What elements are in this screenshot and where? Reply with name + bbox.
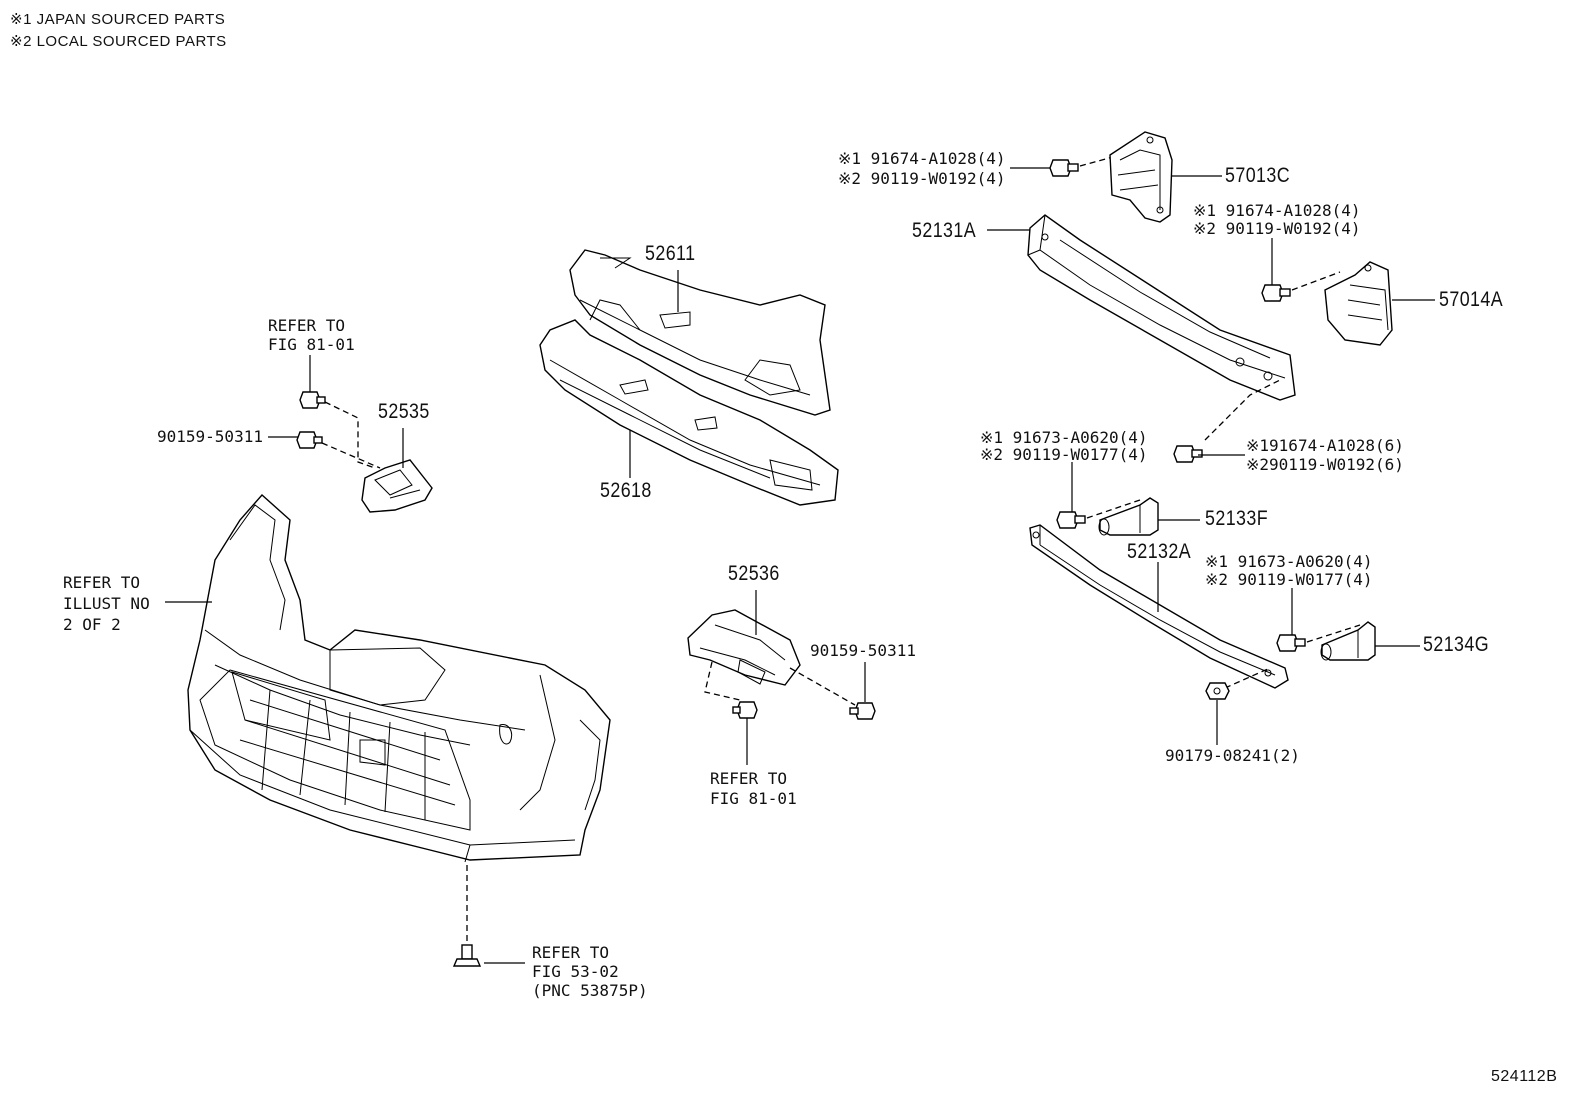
label-52611: 52611 xyxy=(645,242,696,265)
refer-fig81-top-line2: FIG 81-01 xyxy=(268,335,355,354)
label-bolt-57013c-japan: ※1 91674-A1028(4) xyxy=(838,149,1006,168)
label-bolt-52134g-japan: ※1 91673-A0620(4) xyxy=(1205,552,1373,571)
refer-illust-line2: ILLUST NO xyxy=(63,594,150,613)
screw-90159-right-drawing xyxy=(849,702,876,720)
bumper-cover-drawing xyxy=(187,494,611,863)
label-screw-90159-right: 90159-50311 xyxy=(810,641,916,660)
figure-id: 524112B xyxy=(1491,1068,1558,1085)
label-bolt-52133f-japan: ※1 91673-A0620(4) xyxy=(980,428,1148,447)
bolt-52131a-drawing xyxy=(1173,445,1203,463)
label-bolt-52131a-japan: ※191674-A1028(6) xyxy=(1246,436,1404,455)
refer-illust-line1: REFER TO xyxy=(63,573,141,592)
label-52133f: 52133F xyxy=(1205,507,1269,530)
label-bolt-52131a-local: ※290119-W0192(6) xyxy=(1246,455,1404,474)
label-bolt-57014a-local: ※2 90119-W0192(4) xyxy=(1193,219,1361,238)
bracket-52535-drawing xyxy=(361,459,433,513)
label-bolt-57013c-local: ※2 90119-W0192(4) xyxy=(838,169,1006,188)
bumper-lower-bolt-drawing xyxy=(452,944,482,967)
screw-fig81-top-drawing xyxy=(299,391,326,409)
bracket-52536-drawing xyxy=(687,609,801,686)
bolt-52134g-drawing xyxy=(1276,634,1306,652)
label-57014a: 57014A xyxy=(1439,288,1504,311)
screw-fig81-mid-drawing xyxy=(732,701,758,719)
label-52536: 52536 xyxy=(728,562,780,585)
label-52131a: 52131A xyxy=(912,219,977,242)
refer-fig53-line2: FIG 53-02 xyxy=(532,962,619,981)
refer-fig81-mid-line2: FIG 81-01 xyxy=(710,789,797,808)
label-bolt-57014a-japan: ※1 91674-A1028(4) xyxy=(1193,201,1361,220)
refer-fig53-line1: REFER TO xyxy=(532,943,610,962)
refer-fig53-line3: (PNC 53875P) xyxy=(532,981,648,1000)
reinforcement-52131a-drawing xyxy=(1027,214,1296,401)
label-57013c: 57013C xyxy=(1225,164,1291,187)
bracket-57013c-drawing xyxy=(1109,131,1173,223)
label-52132a: 52132A xyxy=(1127,540,1192,563)
refer-fig81-mid-line1: REFER TO xyxy=(710,769,788,788)
crash-box-52133f-drawing xyxy=(1098,497,1159,536)
bolt-52133f-drawing xyxy=(1056,511,1086,529)
bolt-57013c-drawing xyxy=(1049,159,1079,177)
refer-illust-line3: 2 OF 2 xyxy=(63,615,121,634)
legend-local-sourced: ※2 LOCAL SOURCED PARTS xyxy=(10,33,227,50)
refer-fig81-top-line1: REFER TO xyxy=(268,316,346,335)
label-52535: 52535 xyxy=(378,400,430,423)
label-bolt-52133f-local: ※2 90119-W0177(4) xyxy=(980,445,1148,464)
label-screw-90159-left: 90159-50311 xyxy=(157,427,263,446)
bracket-57014a-drawing xyxy=(1324,261,1393,346)
nut-90179-drawing xyxy=(1205,682,1230,700)
crash-box-52134g-drawing xyxy=(1320,621,1376,661)
label-bolt-52134g-local: ※2 90119-W0177(4) xyxy=(1205,570,1373,589)
absorber-52611-drawing xyxy=(569,249,831,416)
bolt-57014a-drawing xyxy=(1261,284,1291,302)
legend-japan-sourced: ※1 JAPAN SOURCED PARTS xyxy=(10,11,226,28)
screw-90159-left-drawing xyxy=(296,431,323,449)
label-52134g: 52134G xyxy=(1423,633,1490,656)
reinforcement-52132a-drawing xyxy=(1029,524,1289,689)
label-52618: 52618 xyxy=(600,479,652,502)
label-nut-90179: 90179-08241(2) xyxy=(1165,746,1300,765)
absorber-52618-drawing xyxy=(539,319,839,506)
